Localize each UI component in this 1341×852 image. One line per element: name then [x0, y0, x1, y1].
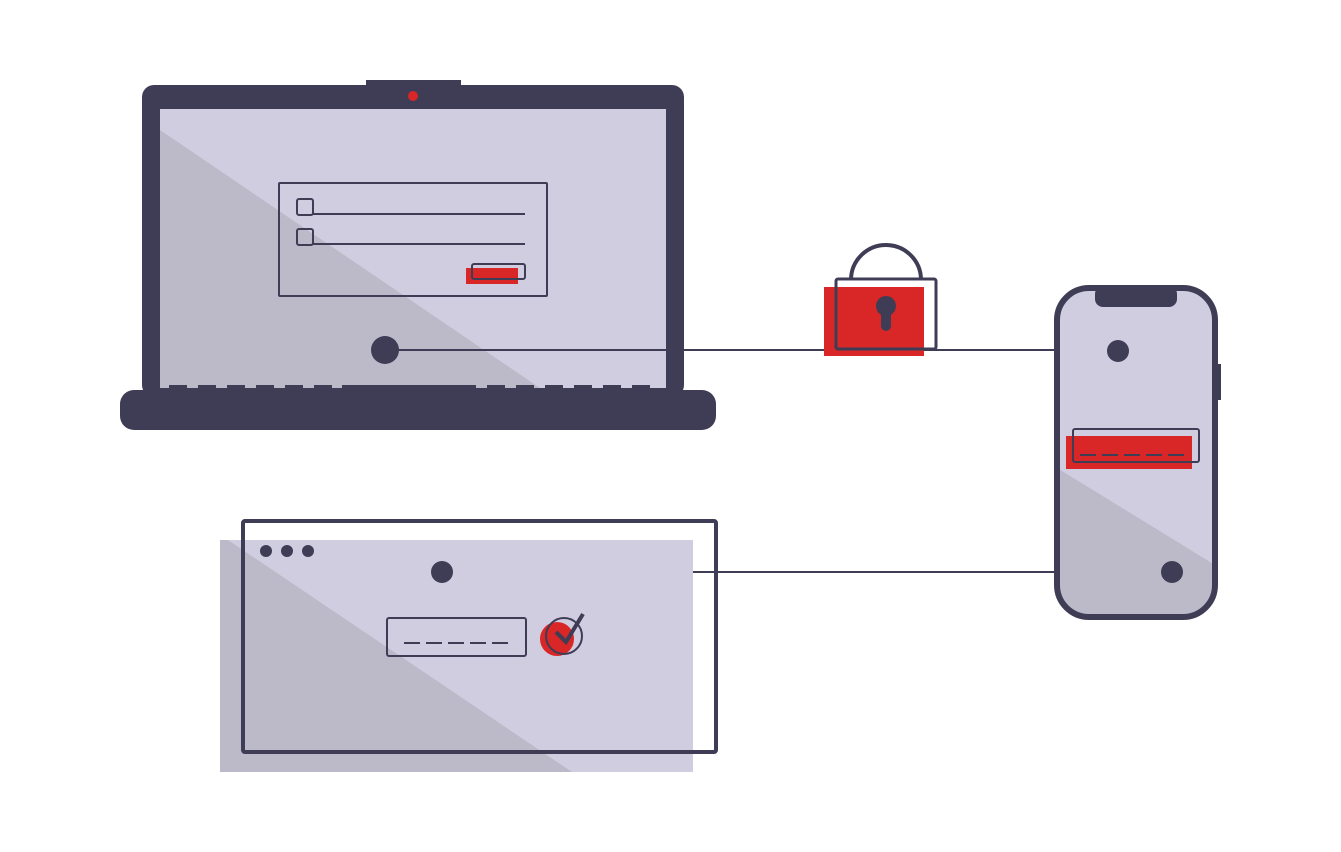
login-form [278, 182, 548, 297]
padlock-icon [824, 243, 938, 356]
verification-input [386, 617, 527, 657]
camera-dot [408, 91, 418, 101]
browser-window-icon [220, 519, 718, 772]
code-input [1072, 428, 1200, 463]
login-button [471, 263, 526, 280]
checkbox-2 [296, 228, 314, 246]
smartphone-icon [1054, 285, 1221, 620]
phone-notch [1095, 286, 1177, 307]
checkbox-1 [296, 198, 314, 216]
keyboard-keys [169, 385, 650, 391]
checkmark-icon [540, 612, 585, 656]
laptop-icon [120, 80, 716, 430]
